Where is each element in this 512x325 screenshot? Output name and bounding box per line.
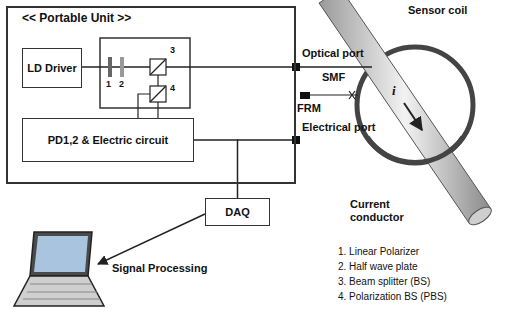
optical-port xyxy=(292,63,300,71)
current-arrow xyxy=(404,103,422,130)
sensor-coil-front xyxy=(367,137,463,162)
laptop-display xyxy=(34,236,88,272)
callout-number: 1 xyxy=(106,79,111,89)
callout-number: 2 xyxy=(119,79,124,89)
fiber-label: SMF xyxy=(322,71,345,84)
callout-number: 3 xyxy=(170,45,175,55)
beam-splitter xyxy=(150,59,166,75)
port-label: Optical port xyxy=(302,47,364,60)
linear-polarizer xyxy=(108,57,112,77)
laptop-screen xyxy=(30,232,92,276)
process-label: Signal Processing xyxy=(112,262,207,275)
laptop-base xyxy=(14,276,104,306)
part-label: Sensor coil xyxy=(408,4,467,17)
box-label: PD1,2 & Electric circuit xyxy=(48,134,168,147)
single-mode-fiber xyxy=(300,66,372,68)
polarization-beam-splitter xyxy=(150,86,166,102)
process-box: DAQ xyxy=(205,198,270,226)
splice-mark xyxy=(349,91,355,99)
optical-module xyxy=(100,38,190,108)
current-conductor xyxy=(319,0,491,223)
fiber xyxy=(310,94,358,95)
key-entry: 1. Linear Polarizer xyxy=(338,246,419,258)
signal-label: i xyxy=(392,84,396,99)
laptop-keys xyxy=(23,284,100,299)
box-label: DAQ xyxy=(225,206,249,219)
component-label: FRM xyxy=(297,102,321,115)
beam-path xyxy=(80,66,296,68)
electrical-port xyxy=(292,136,300,144)
unit-title: << Portable Unit >> xyxy=(22,12,131,26)
signal-arrow xyxy=(98,214,205,264)
wire xyxy=(237,139,292,141)
pbs-face xyxy=(150,86,166,102)
half-wave-plate xyxy=(120,57,124,77)
key-entry: 3. Beam splitter (BS) xyxy=(338,276,430,288)
signal-wire xyxy=(194,140,238,198)
unit-housing: << Portable Unit >> LD DriverPD1,2 & Elec… xyxy=(6,6,296,184)
process-box: PD1,2 & Electric circuit xyxy=(22,118,194,162)
conductor-end xyxy=(466,204,494,228)
part-label: Current conductor xyxy=(350,198,422,223)
key-entry: 4. Polarization BS (PBS) xyxy=(338,291,447,303)
box-label: LD Driver xyxy=(27,62,77,75)
key-entry: 2. Half wave plate xyxy=(338,261,418,273)
callout-number: 4 xyxy=(170,83,175,93)
port-label: Electrical port xyxy=(302,121,375,134)
beam-path xyxy=(157,102,158,118)
beam-path xyxy=(157,75,158,86)
beam-path xyxy=(138,94,150,118)
beam-splitter-face xyxy=(150,59,166,75)
process-box: LD Driver xyxy=(22,48,82,88)
faraday-rotator-mirror xyxy=(300,92,310,99)
